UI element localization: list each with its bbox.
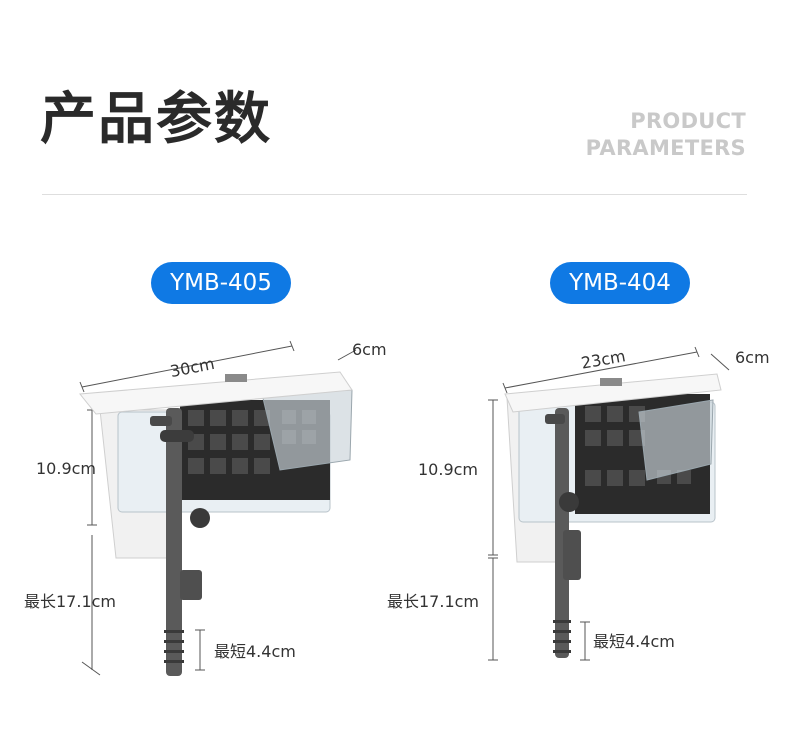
filter-illustration-ymb-404 [488,346,730,661]
height-label: 10.9cm [418,460,479,479]
model-badge-ymb-405: YMB-405 [151,262,291,304]
subtitle-line-1: PRODUCT [630,109,746,133]
min-length-label: 最短4.4cm [214,642,296,661]
header-divider [42,194,747,195]
subtitle-line-2: PARAMETERS [585,136,746,160]
height-label: 10.9cm [36,459,97,478]
depth-label: 6cm [352,340,387,359]
filter-illustration-ymb-405 [79,340,357,676]
max-length-label: 最长17.1cm [387,592,480,611]
model-badge-ymb-404: YMB-404 [550,262,690,304]
product-ymb-405: 30cm 6cm 10.9cm 最长17.1cm 最短4.4cm [0,330,395,690]
max-length-label: 最长17.1cm [24,592,117,611]
min-length-label: 最短4.4cm [593,632,675,651]
product-ymb-404: 23cm 6cm 10.9cm 最长17.1cm 最短4.4cm [387,330,790,690]
depth-label: 6cm [735,348,770,367]
page-title: 产品参数 [40,87,272,152]
english-subtitle: PRODUCT PARAMETERS [586,108,746,162]
